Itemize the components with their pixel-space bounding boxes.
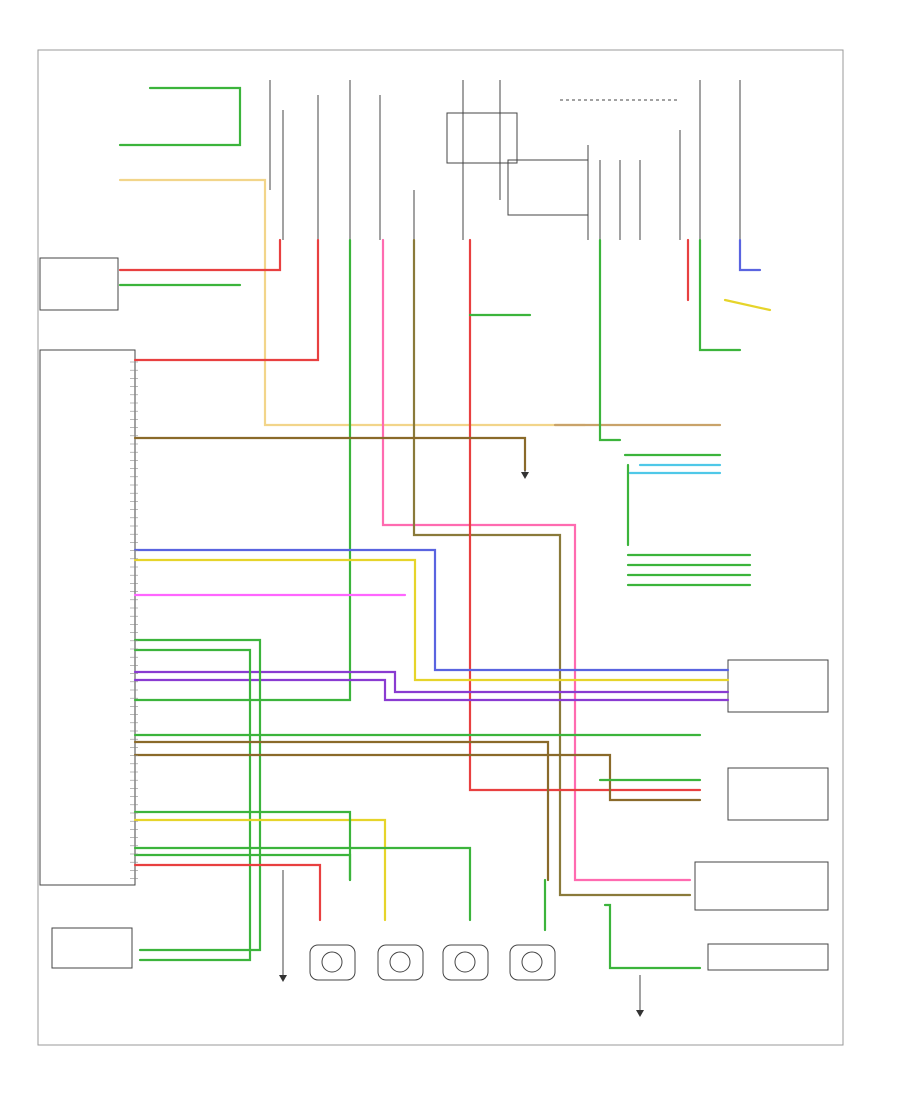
- fuse-box-component: [39, 257, 119, 311]
- right-module-box-1: [727, 659, 829, 713]
- wheel-speed-sensors: [309, 944, 556, 981]
- sensor-left-front: [309, 944, 356, 981]
- relay-block: [446, 112, 518, 164]
- pressure-sensor-component: [51, 927, 133, 969]
- colored-wires: [118, 86, 772, 970]
- ground-symbols: [279, 470, 644, 1017]
- sensor-right-front: [377, 944, 424, 981]
- controller-module-connector: [39, 349, 136, 886]
- connector-pins: [130, 361, 138, 879]
- sensor-right-rear: [509, 944, 556, 981]
- relay-block-2: [507, 159, 589, 216]
- right-module-box-4: [707, 943, 829, 971]
- sensor-left-rear: [442, 944, 489, 981]
- top-feed-lines: [269, 80, 741, 240]
- right-module-box-3: [694, 861, 829, 911]
- right-module-box-2: [727, 767, 829, 821]
- diagram-frame: [37, 49, 844, 1046]
